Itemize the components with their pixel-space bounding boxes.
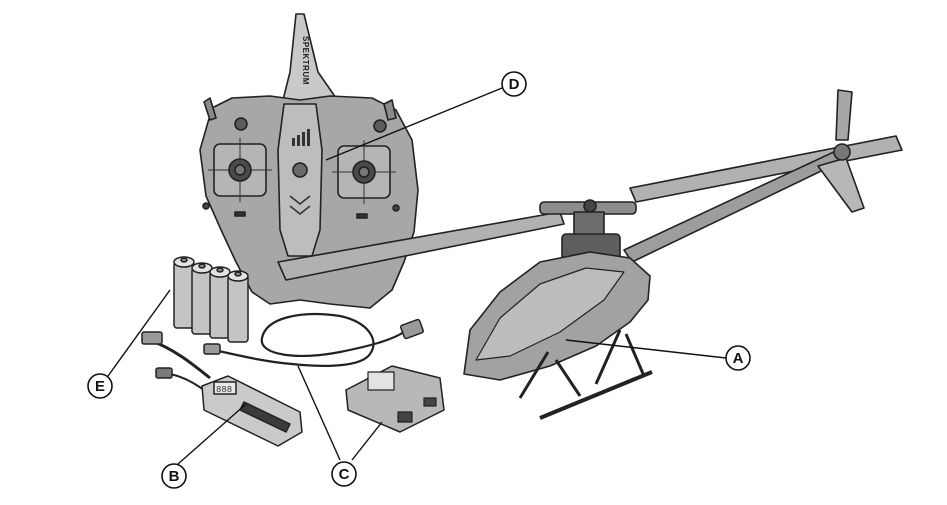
battery-connector bbox=[141, 331, 163, 345]
leader-line-e bbox=[107, 289, 171, 377]
battery-lcd bbox=[213, 381, 237, 395]
aa-battery bbox=[209, 266, 231, 339]
usb-plug bbox=[400, 318, 424, 340]
leader-line-c bbox=[297, 365, 341, 461]
trim-dot bbox=[392, 204, 400, 212]
leader-lines bbox=[107, 87, 727, 465]
micro-usb-plug bbox=[203, 343, 221, 355]
chevron-icon bbox=[289, 205, 311, 215]
callout-c-label: C bbox=[339, 466, 350, 483]
tail-assembly bbox=[623, 89, 865, 263]
right-knob bbox=[373, 119, 387, 133]
aa-battery bbox=[191, 262, 213, 335]
callout-d: D bbox=[501, 71, 527, 97]
battery-lcd-text: 888 bbox=[216, 385, 232, 395]
callout-b: B bbox=[161, 463, 187, 489]
tail-skid bbox=[817, 157, 865, 213]
canopy-stripe bbox=[475, 267, 625, 361]
landing-gear bbox=[518, 329, 653, 420]
flight-battery: 888 bbox=[141, 331, 303, 447]
right-switch bbox=[383, 99, 397, 121]
callout-e: E bbox=[87, 373, 113, 399]
charger-port bbox=[423, 397, 437, 407]
transmitter-center-panel bbox=[277, 103, 323, 257]
charger-port bbox=[397, 411, 413, 423]
trim-slot bbox=[234, 211, 246, 217]
usb-charger-set bbox=[203, 312, 445, 433]
aa-battery bbox=[227, 270, 249, 343]
aa-batteries bbox=[173, 256, 249, 343]
tail-fin bbox=[835, 89, 853, 141]
trim-dot bbox=[202, 202, 210, 210]
callout-e-label: E bbox=[95, 378, 105, 395]
brand-text: SPEKTRUM bbox=[301, 36, 310, 85]
signal-bars-icon bbox=[292, 129, 310, 146]
tail-boom bbox=[623, 149, 845, 263]
trim-slot bbox=[356, 213, 368, 219]
leader-line-a bbox=[565, 339, 727, 359]
callout-d-label: D bbox=[509, 76, 520, 93]
power-button bbox=[292, 162, 308, 178]
usb-cable bbox=[213, 312, 405, 367]
callout-b-label: B bbox=[169, 468, 180, 485]
chevron-icon bbox=[289, 195, 311, 205]
leader-line-c2 bbox=[351, 421, 383, 461]
left-switch bbox=[203, 97, 217, 121]
leader-line-d bbox=[325, 87, 503, 161]
right-gimbal bbox=[332, 140, 396, 204]
tail-rotor-hub bbox=[833, 143, 851, 161]
leader-line-b bbox=[177, 403, 247, 465]
rotor-blade-front bbox=[277, 211, 565, 281]
charger-display bbox=[367, 371, 395, 391]
helicopter bbox=[463, 199, 653, 420]
aa-battery bbox=[173, 256, 195, 329]
callout-c: C bbox=[331, 461, 357, 487]
callout-a: A bbox=[725, 345, 751, 371]
callout-a-label: A bbox=[733, 350, 744, 367]
left-knob bbox=[234, 117, 248, 131]
balance-connector bbox=[155, 367, 173, 379]
left-gimbal bbox=[208, 138, 272, 202]
